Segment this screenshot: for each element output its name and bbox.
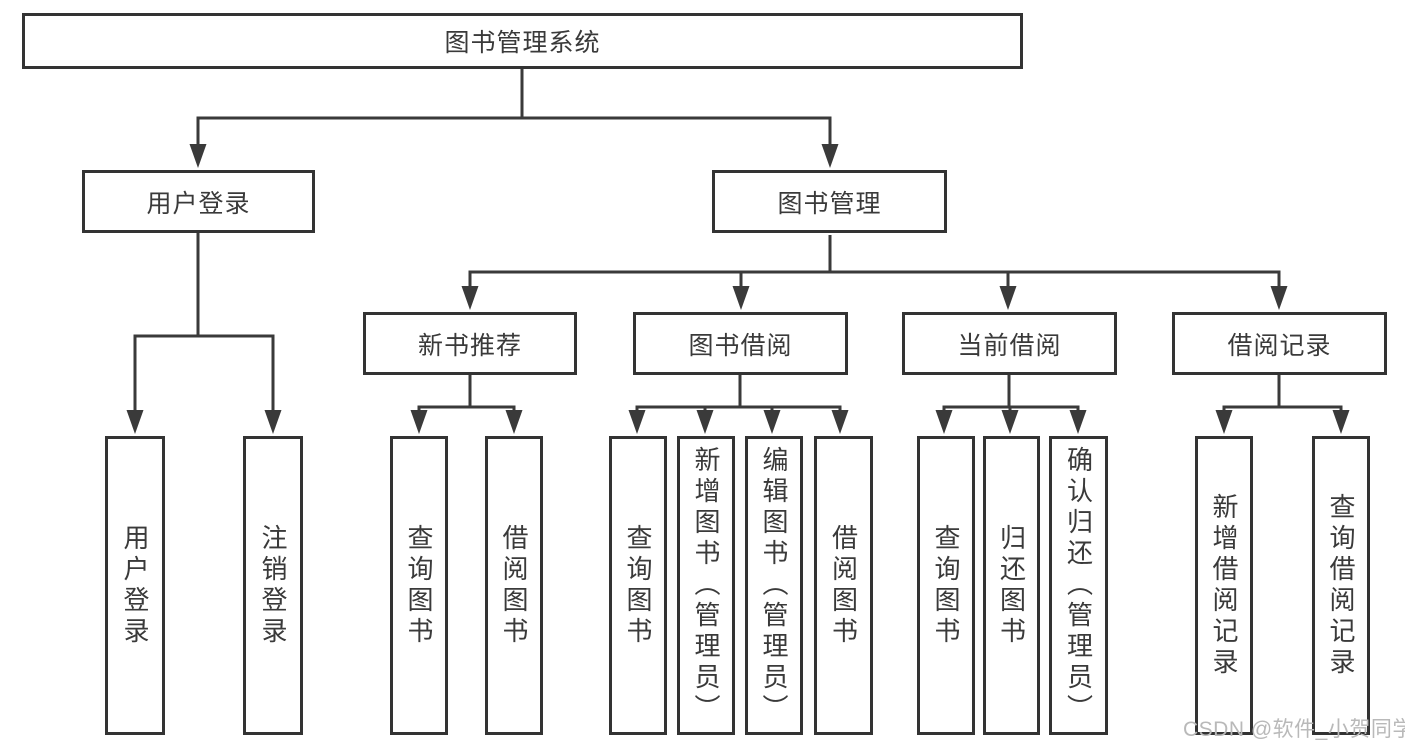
node-user-login-label: 用户登录 [146,189,251,218]
node-borrowing-records-label: 借阅记录 [1227,331,1332,360]
node-book-management-label: 图书管理 [777,189,882,218]
node-book-borrowing: 图书借阅 [633,312,848,375]
node-current-borrowing-label: 当前借阅 [957,331,1062,360]
node-library-system: 图书管理系统 [22,13,1023,69]
leaf-logout-label: 注销登录 [258,523,288,648]
leaf-edit-books-admin: 编辑图书（管理员） [745,436,803,735]
leaf-query-books-1: 查询图书 [390,436,448,735]
leaf-user-login-label: 用户登录 [120,523,150,648]
node-current-borrowing: 当前借阅 [902,312,1117,375]
leaf-confirm-return-admin: 确认归还（管理员） [1049,436,1108,735]
leaf-add-books-admin-label: 新增图书（管理员） [691,446,721,725]
leaf-user-login: 用户登录 [105,436,165,735]
leaf-query-books-2-label: 查询图书 [623,523,653,648]
leaf-query-borrow-record-label: 查询借阅记录 [1326,492,1356,679]
leaf-add-borrow-record: 新增借阅记录 [1195,436,1253,735]
node-book-management: 图书管理 [712,170,947,233]
leaf-borrow-books-1: 借阅图书 [485,436,543,735]
leaf-edit-books-admin-label: 编辑图书（管理员） [759,446,789,725]
leaf-query-books-1-label: 查询图书 [404,523,434,648]
leaf-return-books: 归还图书 [983,436,1040,735]
leaf-logout: 注销登录 [243,436,303,735]
leaf-query-books-3: 查询图书 [917,436,975,735]
node-borrowing-records: 借阅记录 [1172,312,1387,375]
leaf-add-books-admin: 新增图书（管理员） [677,436,735,735]
node-new-book-recommend-label: 新书推荐 [417,331,522,360]
node-new-book-recommend: 新书推荐 [363,312,577,375]
leaf-confirm-return-admin-label: 确认归还（管理员） [1063,446,1094,725]
node-user-login: 用户登录 [82,170,315,233]
leaf-query-borrow-record: 查询借阅记录 [1312,436,1370,735]
node-library-system-label: 图书管理系统 [444,29,601,57]
leaf-borrow-books-2-label: 借阅图书 [828,523,859,648]
leaf-borrow-books-2: 借阅图书 [814,436,873,735]
leaf-query-books-2: 查询图书 [609,436,667,735]
leaf-return-books-label: 归还图书 [996,523,1027,648]
csdn-watermark: CSDN @软件_小贺同学 [1183,718,1405,741]
node-book-borrowing-label: 图书借阅 [688,331,793,360]
leaf-add-borrow-record-label: 新增借阅记录 [1209,492,1239,679]
leaf-query-books-3-label: 查询图书 [931,523,961,648]
leaf-borrow-books-1-label: 借阅图书 [499,523,529,648]
